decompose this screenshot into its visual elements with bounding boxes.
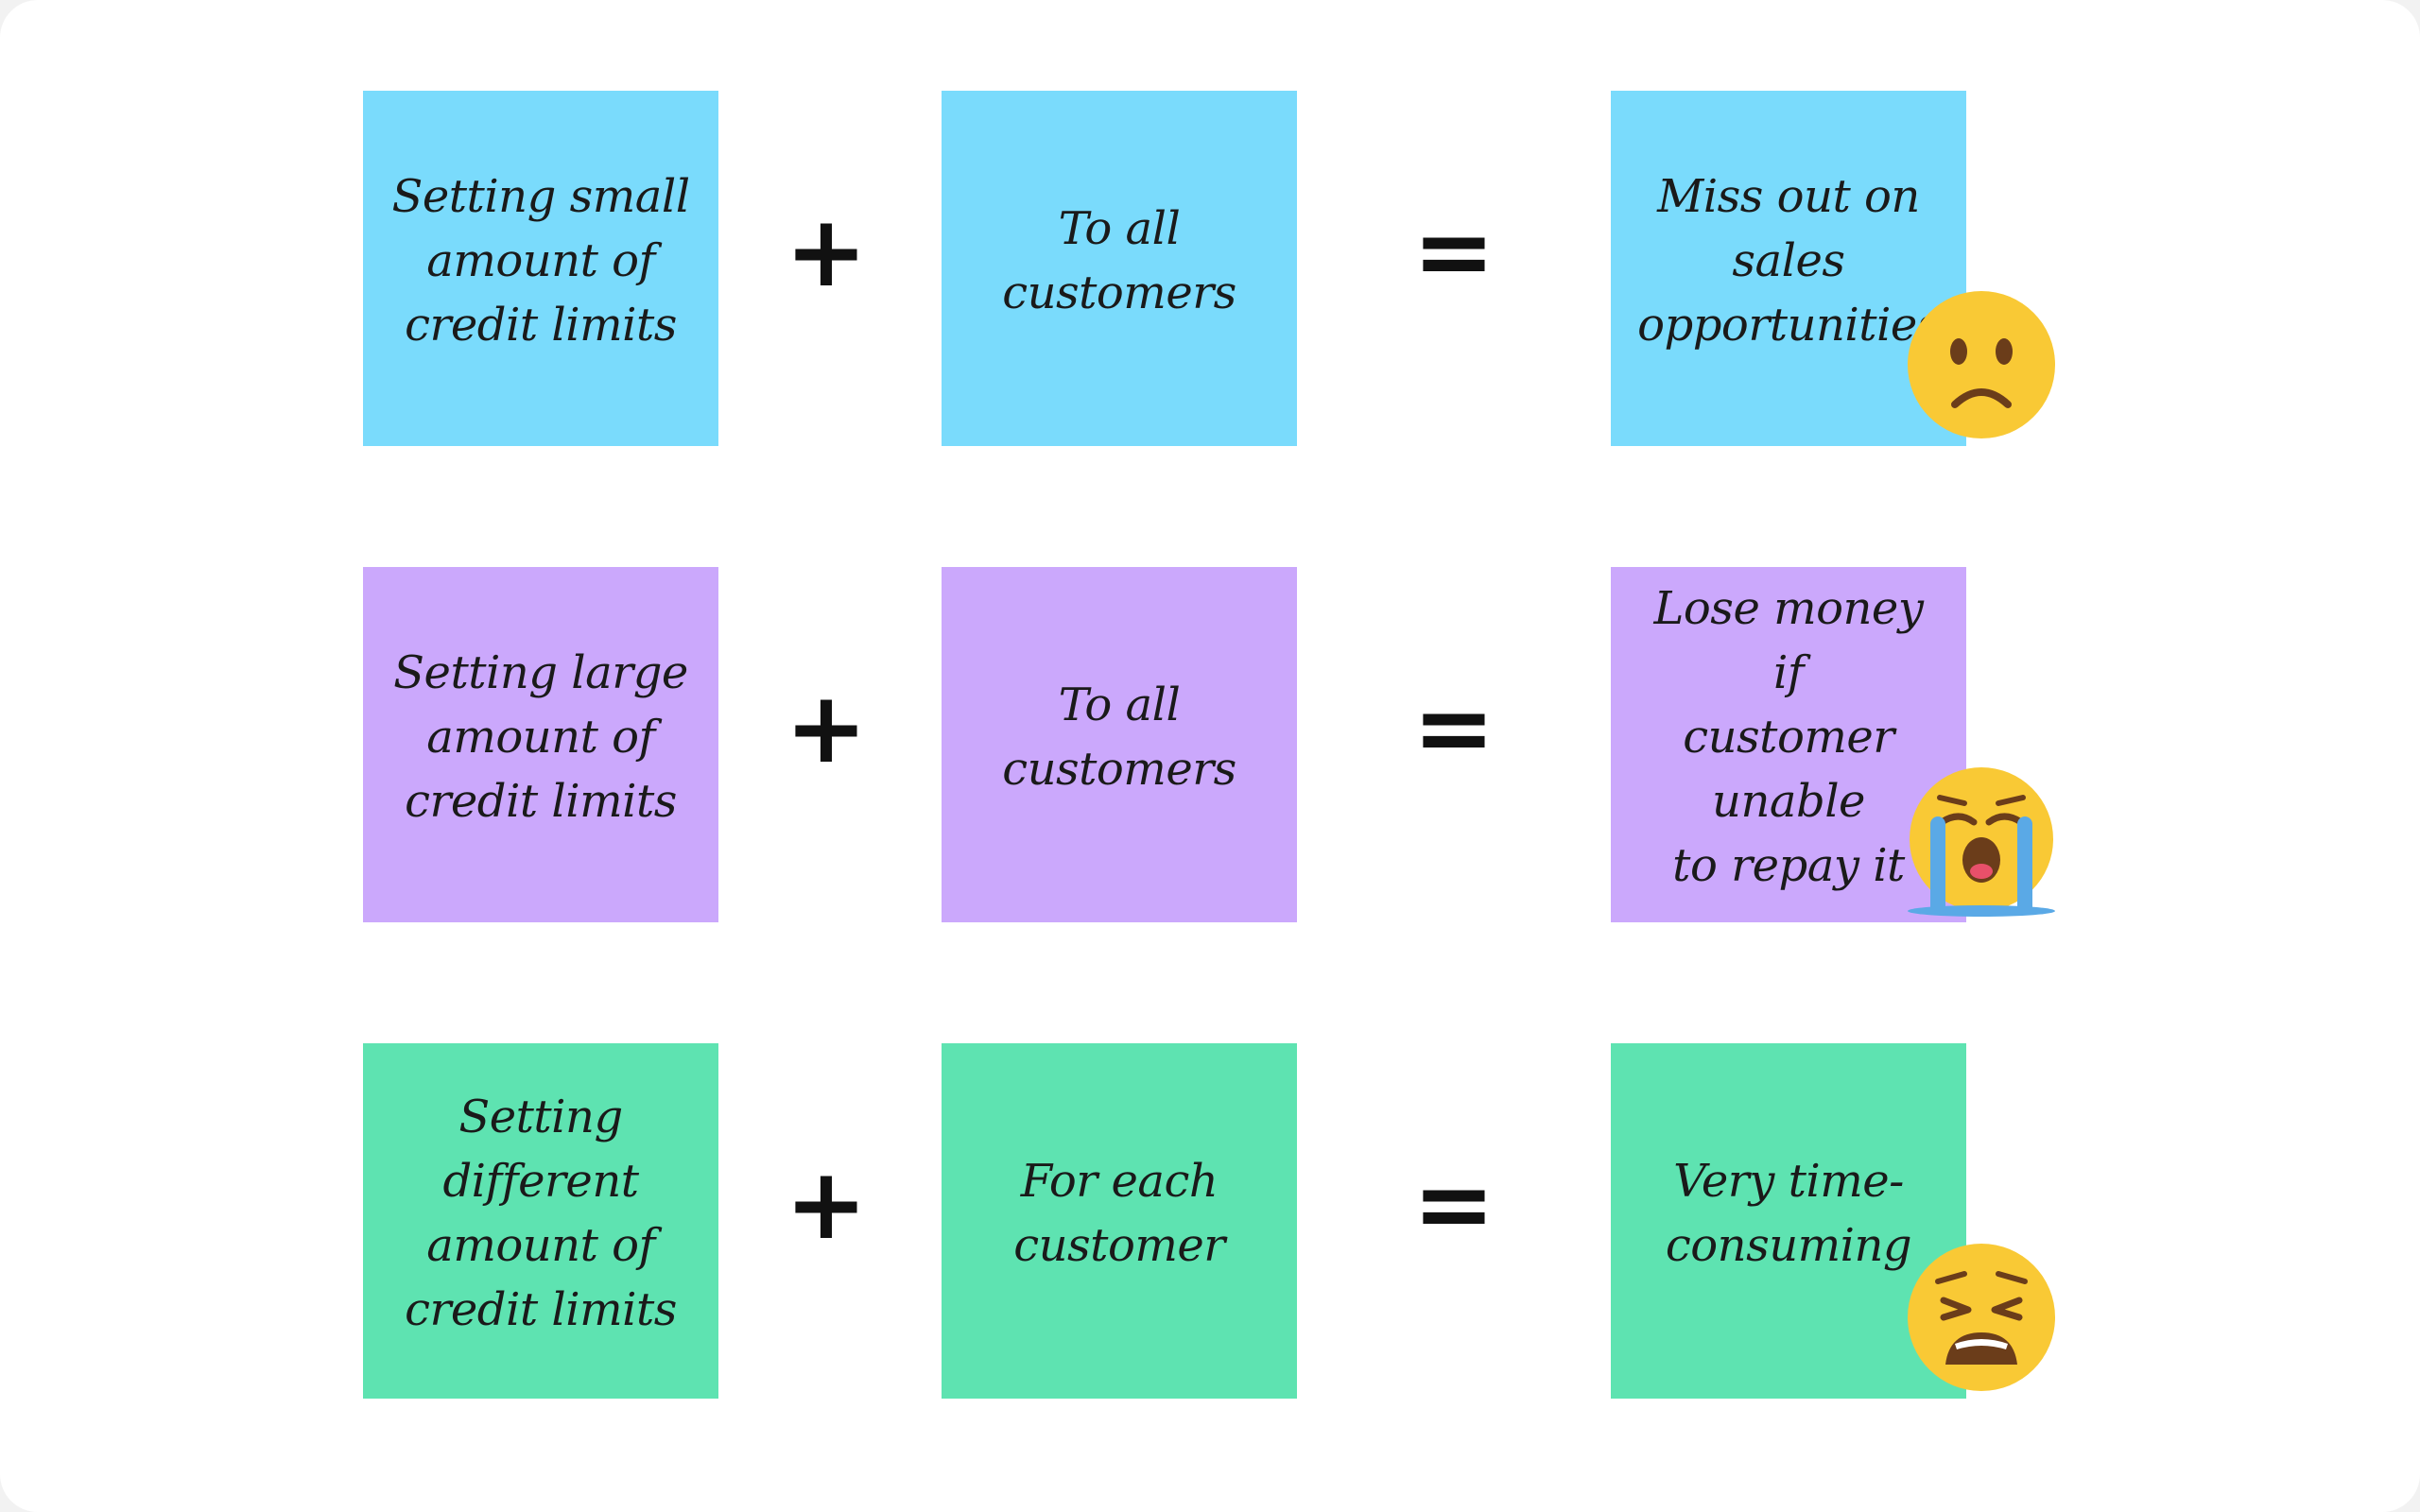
plus-sign: + [785, 194, 868, 309]
frowning-face-icon [1908, 291, 2055, 438]
equals-sign: = [1412, 1146, 1495, 1262]
sticky-note-result[interactable]: Very time-consuming [1611, 1043, 1966, 1399]
sticky-note-text: Very time-consuming [1665, 1155, 1912, 1272]
loudly-crying-face-icon [1908, 767, 2055, 917]
equals-sign: = [1412, 194, 1495, 309]
equals-sign: = [1412, 670, 1495, 785]
plus-sign: + [785, 1146, 868, 1262]
plus-sign: + [785, 670, 868, 785]
weary-face-icon [1908, 1244, 2055, 1391]
